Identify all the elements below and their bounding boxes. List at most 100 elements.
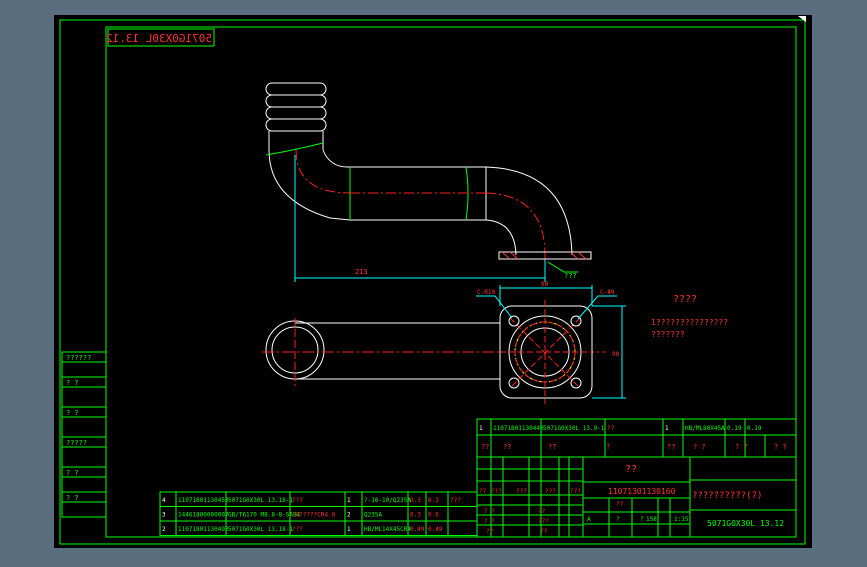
inner-frame (105, 26, 797, 538)
hose-barb (265, 82, 327, 150)
bom-cell-desc: 10?????CR4.0 (292, 512, 336, 519)
bolt-hole (508, 377, 520, 389)
bom-cell-no: 2 (162, 526, 166, 533)
elbow-left-inner (322, 149, 351, 168)
bolt-hole (570, 377, 582, 389)
tb-row1-desc: ?? (607, 425, 615, 432)
tb-small-label: ??? (570, 488, 581, 495)
bolt-hole (508, 315, 520, 327)
left-strip-label: ? ? (66, 494, 79, 502)
left-strip-label: ? ? (66, 379, 79, 387)
tb-small-label: ??? (538, 518, 549, 525)
title-block-grid (477, 457, 671, 537)
bom-cell-code: 11071801130490 (178, 526, 229, 533)
tb-small-label: ??? (516, 488, 527, 495)
weld-symbol: ??? (564, 272, 577, 280)
bolt-hole (570, 315, 582, 327)
left-strip-label: ? ? (66, 469, 79, 477)
dim-length-text: 213 (355, 268, 368, 276)
title-block: ?? 11071301130160 ??????????(7) 5071G0X3… (476, 418, 797, 538)
bom-cell-desc: ??? (292, 526, 303, 533)
tb-scale-cell: 158 (646, 516, 657, 523)
bom-cell-qty: 2 (347, 512, 351, 519)
tb-small-label: ?? (540, 528, 548, 535)
bom-cell-desc: ??? (292, 497, 303, 504)
elbow-centerline (295, 149, 351, 194)
tb-scale-cell: 1:15 (674, 516, 689, 523)
dim-height-text: 90 (612, 351, 620, 358)
tb-small-label: ?? (486, 528, 494, 535)
bom-cell-qty: 1 (347, 526, 351, 533)
tb-row1-qty: 1 (665, 425, 669, 432)
outer-frame (59, 19, 806, 545)
tb-scale-cell: A (587, 516, 591, 523)
tb-row1-mat: HB/ML80X45A (685, 425, 725, 432)
tb-row1-w1: 0.19 (727, 425, 742, 432)
tb-row2-label: ? (606, 443, 610, 451)
tb-scale-cell: ? (640, 516, 644, 523)
bom-cell-qty: 1 (347, 497, 351, 504)
bom-cell-w1: 0.3 (410, 512, 421, 519)
bom-cell-no: 4 (162, 497, 166, 504)
left-strip-label: ?????? (66, 354, 91, 362)
tb-row2-label: ? ? (693, 443, 706, 451)
flange-section (498, 251, 592, 260)
corner-mark (798, 16, 806, 22)
bom-cell-code: 11071801130450 (178, 497, 229, 504)
bom-cell-w2: 0.3 (428, 497, 439, 504)
center-title: ?? (625, 464, 637, 475)
bom-cell-mat: ?-10-10/Q235A (364, 497, 411, 504)
left-strip-label: ? ? (66, 409, 79, 417)
chamfer-right-text: C-Φ9 (600, 289, 615, 296)
chamfer-left-text: C-R10 (477, 289, 495, 296)
elbow-right-outer (485, 166, 573, 256)
tb-row1-w2: 0.19 (747, 425, 762, 432)
bom-cell-mat: HB/ML14X45CR4 (364, 526, 411, 533)
tb-row1-no: 1 (479, 425, 483, 432)
center-code: 11071301130160 (608, 487, 676, 496)
technical-notes: ???? 1??????????????? ??????? (651, 294, 728, 339)
title-block-small-labels: ??????????????? ?? ???????????? (479, 488, 624, 535)
pipe-front-view: ??? 213 (265, 82, 592, 282)
bom-cell-note: ??? (450, 497, 461, 504)
drawing-area (54, 15, 812, 548)
notes-line-2: ??????? (651, 330, 685, 339)
elbow-left-outer (268, 149, 351, 221)
notes-title: ???? (673, 294, 697, 305)
drawing-number: 5071G0X30L 13.12 (707, 519, 784, 528)
bom-cell-name: 5071G0X30L 13.18-1 (228, 526, 293, 533)
left-strip-label: ????? (66, 439, 87, 447)
tb-small-label: ? ? (484, 508, 495, 515)
product-name: ??????????(7) (692, 491, 762, 501)
tb-row2-label: ?? (503, 443, 511, 451)
hatching (501, 251, 587, 260)
bom-cell-w2: 0.6 (428, 512, 439, 519)
tb-small-label: ??? (545, 488, 556, 495)
elbow-centerline (485, 192, 546, 256)
tb-row2-label: ?? (481, 443, 489, 451)
mirrored-code: 5071G0X30L 13.12 (106, 32, 212, 45)
bom-cell-no: 3 (162, 512, 166, 519)
tb-row1-code: 11071801130440 (493, 425, 544, 432)
bom-cell-name: GB/T6170 M8.8-8-SAB4 (228, 512, 301, 519)
leader-left (476, 295, 513, 319)
tb-row2-label: ?? (667, 443, 675, 451)
bom-cell-w1: 0.49 (410, 526, 425, 533)
mirrored-code-box: 5071G0X30L 13.12 (106, 28, 215, 47)
notes-line-1: 1??????????????? (651, 318, 728, 327)
bom-cell-mat: Q235A (364, 512, 382, 519)
weld-leader (547, 261, 578, 273)
pipe-top-view: 90 90 C-R10 C-Φ9 (262, 281, 626, 404)
tb-small-label: ??? (491, 488, 502, 495)
tb-small-label: ?? (616, 501, 624, 508)
tb-scale-cell: ? (616, 516, 620, 523)
bom-cell-code: 14461800000007 (178, 512, 229, 519)
tb-small-label: ?? (538, 508, 546, 515)
dim-width-text: 90 (541, 281, 549, 288)
